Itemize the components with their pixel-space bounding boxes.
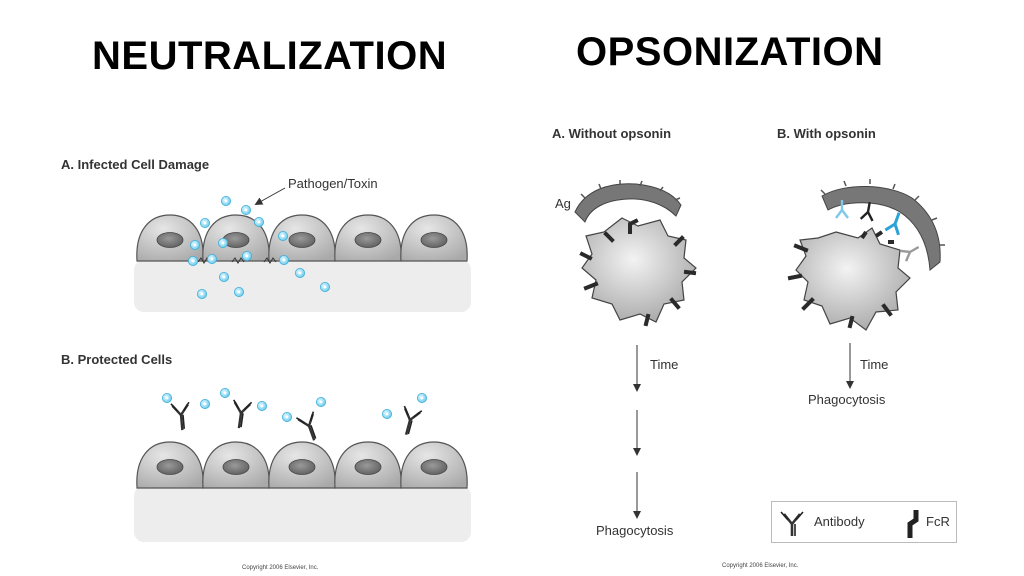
antigen-strand: [821, 186, 941, 271]
host-cell: [334, 214, 402, 262]
legend-antibody-label: Antibody: [814, 514, 865, 529]
pathogen-toxin-label: Pathogen/Toxin: [288, 176, 378, 191]
time-label-b: Time: [860, 357, 889, 372]
antibody-pathogen-complexes: [161, 387, 428, 444]
host-cell: [136, 214, 204, 262]
host-cell: [400, 214, 468, 262]
host-cell: [136, 441, 204, 489]
neutralization-title: NEUTRALIZATION: [92, 34, 448, 78]
host-cell: [400, 441, 468, 489]
host-cell: [268, 441, 336, 489]
legend-box: Antibody FcR: [771, 501, 957, 543]
phagocyte: [795, 227, 911, 331]
panel-b-protected-label: B. Protected Cells: [61, 352, 173, 367]
host-cell: [202, 441, 270, 489]
panel-a-without-opsonin-label: A. Without opsonin: [552, 126, 672, 141]
infected-cells-panel: [134, 187, 471, 312]
pathogen-pointer-arrow: [254, 187, 286, 205]
copyright-left: Copyright 2006 Elsevier, Inc.: [242, 565, 319, 571]
fc-receptors: [787, 243, 893, 329]
phagocytosis-label-a: Phagocytosis: [596, 523, 674, 538]
time-label-a: Time: [650, 357, 679, 372]
legend-fcr-label: FcR: [926, 514, 950, 529]
antibody-legend-icon: [780, 511, 804, 536]
without-opsonin-panel: [574, 180, 697, 519]
host-cell: [334, 441, 402, 489]
copyright-right: Copyright 2006 Elsevier, Inc.: [722, 563, 799, 569]
opsonization-title: OPSONIZATION: [576, 30, 884, 74]
phagocytosis-label-b: Phagocytosis: [808, 392, 886, 407]
opsonin-antibodies: [835, 200, 920, 262]
fc-receptors: [579, 218, 697, 327]
protected-cells-panel: [134, 387, 471, 542]
panel-b-with-opsonin-label: B. With opsonin: [777, 126, 876, 141]
with-opsonin-panel: [787, 179, 945, 389]
fcr-legend-icon: [907, 510, 919, 538]
antigen-strand: [574, 183, 682, 223]
panel-a-infected-label: A. Infected Cell Damage: [61, 157, 210, 172]
antigen-label: Ag: [555, 196, 571, 211]
